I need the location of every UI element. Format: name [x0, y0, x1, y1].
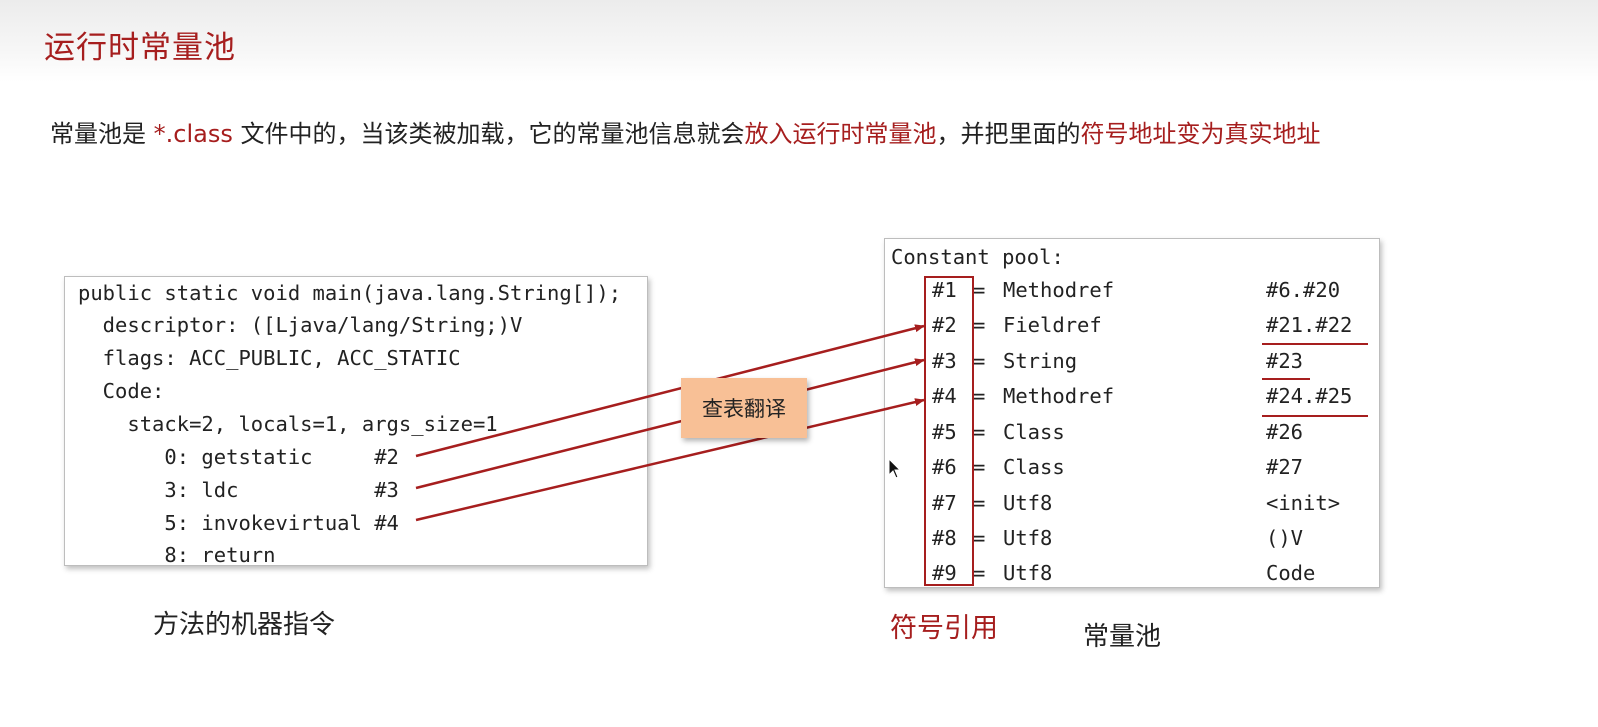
pool-equals: =: [973, 420, 986, 444]
pool-equals: =: [973, 384, 986, 408]
pool-value: #26: [1266, 420, 1304, 444]
pool-index: #1: [932, 278, 957, 302]
symbol-reference-label: 符号引用: [890, 613, 998, 644]
pool-value: #6.#20: [1266, 278, 1341, 302]
pool-row: #1 = Methodref #6.#20: [885, 273, 1379, 308]
mouse-pointer-icon: [888, 458, 902, 479]
pool-index: #8: [932, 526, 957, 550]
pool-index: #7: [932, 491, 957, 515]
pool-equals: =: [973, 278, 986, 302]
pool-type: Utf8: [1003, 561, 1053, 585]
header-band: [0, 0, 1598, 82]
code-line: 5: invokevirtual #4: [78, 511, 399, 535]
pool-equals: =: [973, 561, 986, 585]
pool-equals: =: [973, 526, 986, 550]
bytecode-label: 方法的机器指令: [153, 610, 336, 640]
pool-row: #3 = String #23: [885, 344, 1379, 379]
arrow-ldc: [415, 358, 925, 490]
intro-runtime-pool-highlight: 放入运行时常量池: [744, 120, 937, 148]
pool-type: String: [1003, 349, 1078, 373]
pool-equals: =: [973, 455, 986, 479]
pool-value: #21.#22: [1266, 313, 1353, 337]
pool-row: #2 = Fieldref #21.#22: [885, 308, 1379, 343]
intro-part-1: 常量池是: [50, 120, 154, 148]
pool-type: Fieldref: [1003, 313, 1102, 337]
pool-equals: =: [973, 491, 986, 515]
pool-value: <init>: [1266, 491, 1341, 515]
value-underline: [1262, 343, 1368, 345]
pool-index: #2: [932, 313, 957, 337]
pool-row: #6 = Class #27: [885, 450, 1379, 485]
pool-type: Class: [1003, 420, 1065, 444]
symbol-reference-frame: [924, 276, 974, 586]
constant-pool-box: Constant pool: #1 = Methodref #6.#20 #2 …: [884, 238, 1380, 588]
code-line: 0: getstatic #2: [78, 445, 399, 469]
code-line: 3: ldc #3: [78, 478, 399, 502]
pool-type: Utf8: [1003, 491, 1053, 515]
constant-pool-label: 常量池: [1083, 622, 1162, 652]
pool-index: #4: [932, 384, 957, 408]
pool-index: #9: [932, 561, 957, 585]
intro-part-5: ，并把里面的: [936, 120, 1081, 148]
pool-row: #5 = Class #26: [885, 415, 1379, 450]
pool-index: #5: [932, 420, 957, 444]
value-underline: [1262, 378, 1310, 380]
code-line: public static void main(java.lang.String…: [78, 281, 622, 305]
pool-index: #3: [932, 349, 957, 373]
pool-value: #27: [1266, 455, 1304, 479]
code-line: Code:: [78, 379, 165, 403]
pool-row: #9 = Utf8 Code: [885, 556, 1379, 591]
code-line: descriptor: ([Ljava/lang/String;)V: [78, 313, 523, 337]
intro-part-3: 文件中的，当该类被加载，它的常量池信息就会: [232, 120, 745, 148]
value-underline: [1262, 415, 1368, 417]
lookup-translation-box: 查表翻译: [681, 378, 807, 438]
pool-equals: =: [973, 313, 986, 337]
arrow-invokevirtual: [415, 398, 925, 522]
page-title: 运行时常量池: [44, 30, 236, 66]
pool-value: #23: [1266, 349, 1304, 373]
code-line: stack=2, locals=1, args_size=1: [78, 412, 498, 436]
pool-row: #7 = Utf8 <init>: [885, 486, 1379, 521]
pool-type: Utf8: [1003, 526, 1053, 550]
intro-text: 常量池是 *.class 文件中的，当该类被加载，它的常量池信息就会放入运行时常…: [50, 114, 1590, 149]
pool-type: Methodref: [1003, 278, 1115, 302]
code-line: 8: return: [78, 543, 276, 567]
constant-pool-header: Constant pool:: [891, 245, 1064, 269]
pool-type: Class: [1003, 455, 1065, 479]
pool-value: Code: [1266, 561, 1316, 585]
arrow-getstatic: [415, 324, 925, 458]
code-line: flags: ACC_PUBLIC, ACC_STATIC: [78, 346, 461, 370]
pool-row: #4 = Methodref #24.#25: [885, 379, 1379, 414]
pool-equals: =: [973, 349, 986, 373]
pool-row: #8 = Utf8 ()V: [885, 521, 1379, 556]
intro-class-highlight: *.class: [153, 120, 233, 148]
pool-type: Methodref: [1003, 384, 1115, 408]
intro-real-address-highlight: 符号地址变为真实地址: [1080, 120, 1321, 148]
pool-value: ()V: [1266, 526, 1304, 550]
pool-value: #24.#25: [1266, 384, 1353, 408]
pool-index: #6: [932, 455, 957, 479]
